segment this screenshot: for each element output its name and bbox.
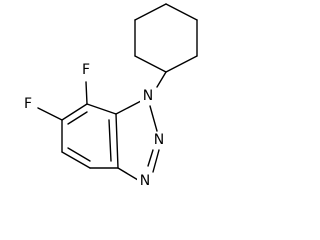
bond-n1-c7a — [115, 100, 142, 115]
bond-c3a-c7a-inner — [108, 119, 112, 162]
benzene-ring — [61, 103, 119, 169]
nitrogen-label-n1: N — [143, 88, 153, 104]
nitrogen-label-n2: N — [154, 132, 164, 148]
bond-n2-n3-outer — [152, 149, 160, 173]
bond-c6-f — [37, 107, 63, 121]
bond-c5-c4-inner — [67, 147, 91, 162]
bond-n3-c3a — [117, 167, 139, 181]
bond-c3a-c7a — [115, 113, 119, 169]
bond-cy-a — [165, 3, 198, 21]
bond-cy-f — [134, 3, 167, 21]
atom-labels: F F N N N — [20, 62, 167, 189]
triazole-ring — [115, 100, 160, 181]
fluorine-label-left: F — [24, 96, 32, 112]
bond-c7-c6-inner — [67, 111, 88, 125]
chemical-structure-diagram: F F N N N — [20, 3, 198, 189]
nitrogen-label-n3: N — [140, 173, 150, 189]
bond-n1-n2 — [149, 105, 158, 132]
cyclohexyl-ring — [134, 3, 198, 73]
bond-c7-f — [85, 81, 88, 105]
bond-cy-d — [134, 55, 167, 73]
bond-c5-c4 — [61, 151, 91, 169]
fluorine-label-top: F — [82, 62, 90, 78]
bond-c7-c6 — [61, 103, 88, 121]
bond-cy-c — [165, 55, 198, 73]
bond-cyclohexyl-n1 — [156, 71, 167, 88]
bond-n2-n3-inner — [147, 149, 154, 167]
bond-c7a-c7 — [86, 103, 117, 115]
